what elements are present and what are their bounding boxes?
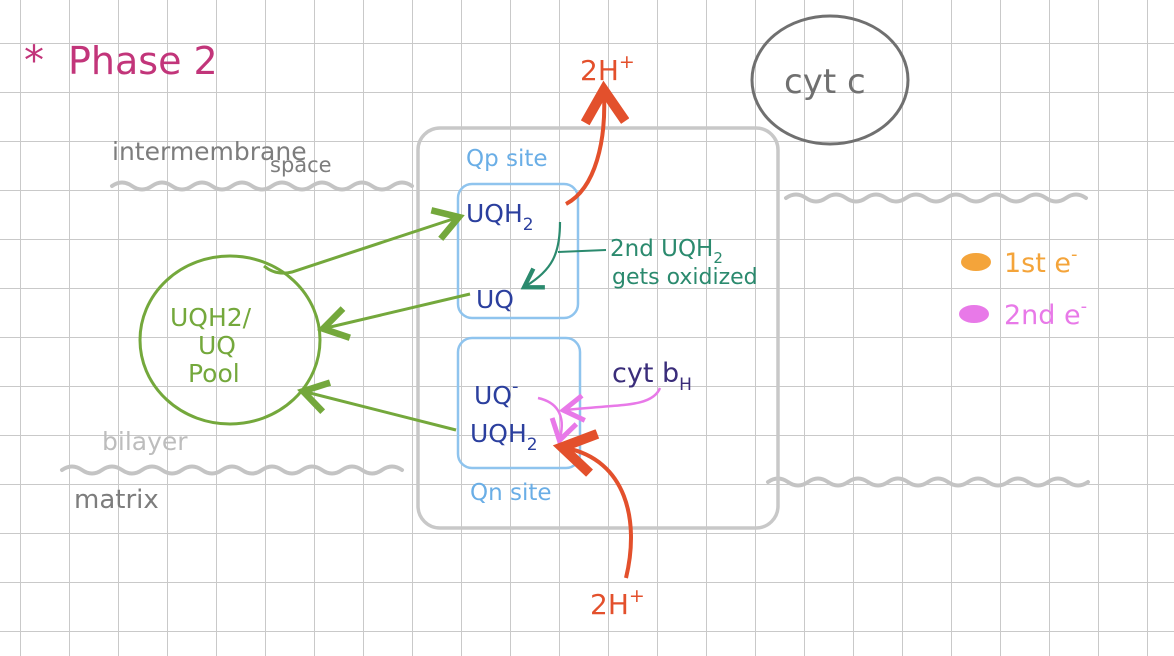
pool-line1: UQH2/ <box>170 303 252 332</box>
membrane-bottom-left <box>60 464 404 476</box>
qn-uq-minus-label: UQ- <box>474 376 518 410</box>
matrix-label: matrix <box>74 485 159 515</box>
membrane-top-left <box>110 180 414 192</box>
intermembrane-label: intermembrane <box>112 137 307 166</box>
pool-to-qp-arrow <box>263 207 465 275</box>
title-star: * <box>24 38 44 84</box>
cytb-electron-arrow <box>558 387 662 423</box>
legend-label-first: 1st e- <box>1004 244 1078 279</box>
qp-uq-label: UQ <box>476 285 514 314</box>
cytb-label: cyt bH <box>612 358 692 395</box>
note-leader-line <box>557 249 607 253</box>
pool-line3: Pool <box>188 359 240 388</box>
qp-uqh2-label: UQH2 <box>466 199 534 235</box>
cytc-circle <box>750 14 910 146</box>
proton-uptake-arrow <box>566 448 633 579</box>
qp-site-label: Qp site <box>466 146 548 172</box>
qp-to-pool-arrow <box>317 292 471 341</box>
membrane-top-right <box>784 192 1088 204</box>
legend-second-electron: 2nd e- <box>959 296 1087 331</box>
qp-note-line2: gets oxidized <box>612 265 758 290</box>
oxidation-arrow <box>520 221 562 290</box>
cytc-label: cyt c <box>784 62 866 102</box>
qn-to-pool-arrow <box>297 379 457 432</box>
bilayer-label: bilayer <box>102 427 188 456</box>
space-label: space <box>270 153 332 177</box>
qn-uqh2-label: UQH2 <box>470 419 538 455</box>
proton-release-arrow <box>564 94 604 206</box>
membrane-bottom-right <box>766 476 1090 488</box>
uq-to-uqh2-arrow <box>537 396 579 446</box>
page-title: Phase 2 <box>68 39 218 83</box>
qn-site-label: Qn site <box>470 480 552 506</box>
legend-swatch-first <box>961 253 991 271</box>
legend-first-electron: 1st e- <box>961 244 1078 279</box>
legend-label-second: 2nd e- <box>1004 296 1087 331</box>
protons-in-label: 2H+ <box>590 585 645 621</box>
qp-note-line1: 2nd UQH2 <box>610 236 723 267</box>
pool-line2: UQ <box>198 331 236 360</box>
protons-out-label: 2H+ <box>580 51 635 87</box>
complex-outline <box>416 126 780 530</box>
legend-swatch-second <box>959 305 989 323</box>
